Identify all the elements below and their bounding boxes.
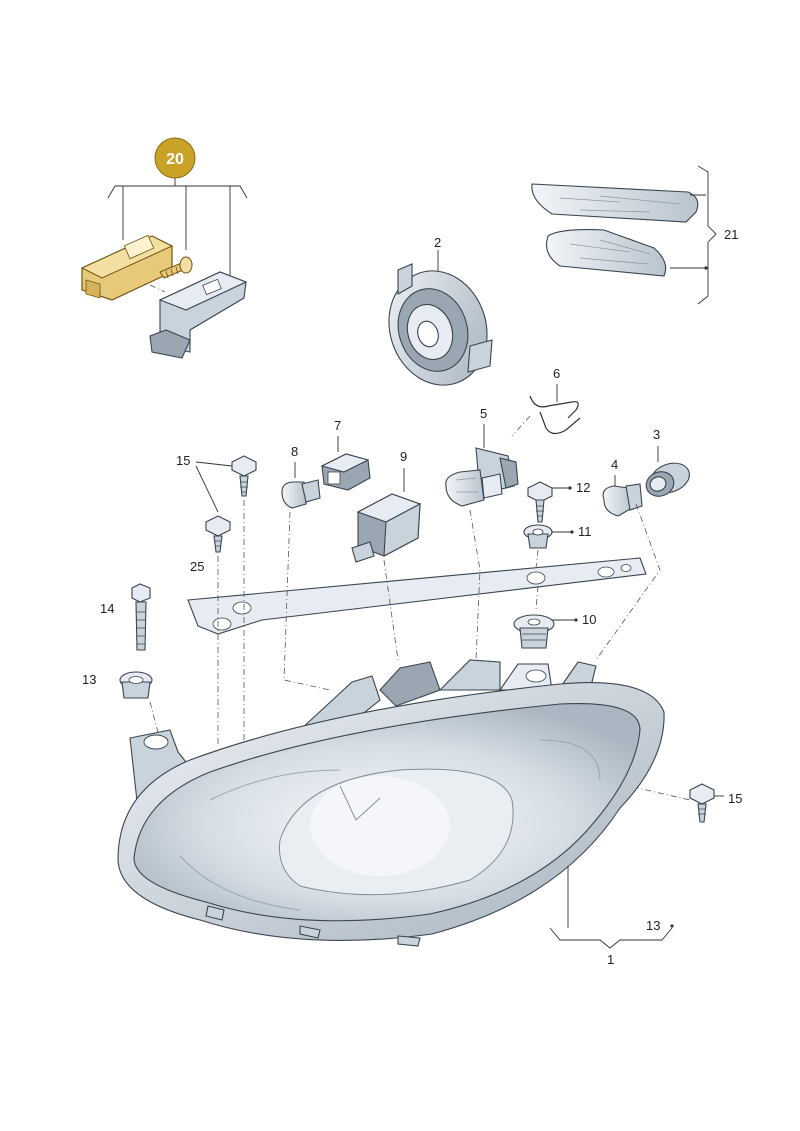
part-14-bolt[interactable] <box>131 583 151 651</box>
callout-4[interactable]: 4 <box>611 457 618 472</box>
part-1-bracket: 1 13 <box>549 866 674 967</box>
callout-8[interactable]: 8 <box>291 444 298 459</box>
part-25-screw[interactable] <box>205 515 231 553</box>
part-10-adjuster[interactable]: 10 <box>513 612 596 649</box>
callout-10[interactable]: 10 <box>582 612 596 627</box>
part-20-screw[interactable] <box>159 256 193 279</box>
part-15-lower-screw[interactable]: 15 <box>689 783 742 823</box>
callout-13-lower[interactable]: 13 <box>646 918 660 933</box>
part-8-small-bulb[interactable]: 8 <box>281 444 321 509</box>
part-3-bulb-socket[interactable]: 3 <box>643 427 694 500</box>
callout-5[interactable]: 5 <box>480 406 487 421</box>
part-13-grommet[interactable] <box>119 671 153 699</box>
callout-20[interactable]: 20 <box>166 151 184 168</box>
part-7-connector[interactable]: 7 <box>320 418 371 491</box>
part-1-headlight-assembly[interactable] <box>117 659 665 947</box>
part-21-bracket <box>697 165 717 305</box>
part-9-adjuster-motor[interactable]: 9 <box>351 449 422 563</box>
callout-7[interactable]: 7 <box>334 418 341 433</box>
part-20-bracket <box>107 178 248 275</box>
part-4-bulb[interactable]: 4 <box>602 457 643 517</box>
callout-11[interactable]: 11 <box>578 524 592 539</box>
part-5-bulb[interactable]: 5 <box>445 406 519 507</box>
part-15-upper-screw[interactable] <box>231 455 257 497</box>
callout-2[interactable]: 2 <box>434 235 441 250</box>
mounting-strip[interactable] <box>187 557 647 635</box>
callout-6[interactable]: 6 <box>553 366 560 381</box>
callout-15-lower[interactable]: 15 <box>728 791 742 806</box>
module-mounting-bracket[interactable] <box>149 271 248 359</box>
part-2-housing-cap[interactable]: 2 <box>374 235 501 398</box>
callout-1[interactable]: 1 <box>607 952 614 967</box>
callout-3[interactable]: 3 <box>653 427 660 442</box>
part-21-glass-inserts[interactable]: 21 <box>531 165 739 305</box>
callout-15-upper-group: 15 <box>176 453 233 513</box>
part-20-group: 20 <box>80 137 248 359</box>
assembly-lines <box>149 500 691 801</box>
callout-13-upper[interactable]: 13 <box>82 672 96 687</box>
light-control-module[interactable] <box>80 234 174 301</box>
part-12-screw[interactable]: 12 <box>527 480 590 523</box>
callout-25[interactable]: 25 <box>190 559 204 574</box>
callout-12[interactable]: 12 <box>576 480 590 495</box>
callout-14[interactable]: 14 <box>100 601 114 616</box>
callout-21[interactable]: 21 <box>724 227 738 242</box>
part-6-spring-clip[interactable]: 6 <box>511 366 581 437</box>
callout-15-upper[interactable]: 15 <box>176 453 190 468</box>
callout-9[interactable]: 9 <box>400 449 407 464</box>
part-11-clip-nut[interactable]: 11 <box>523 524 592 549</box>
